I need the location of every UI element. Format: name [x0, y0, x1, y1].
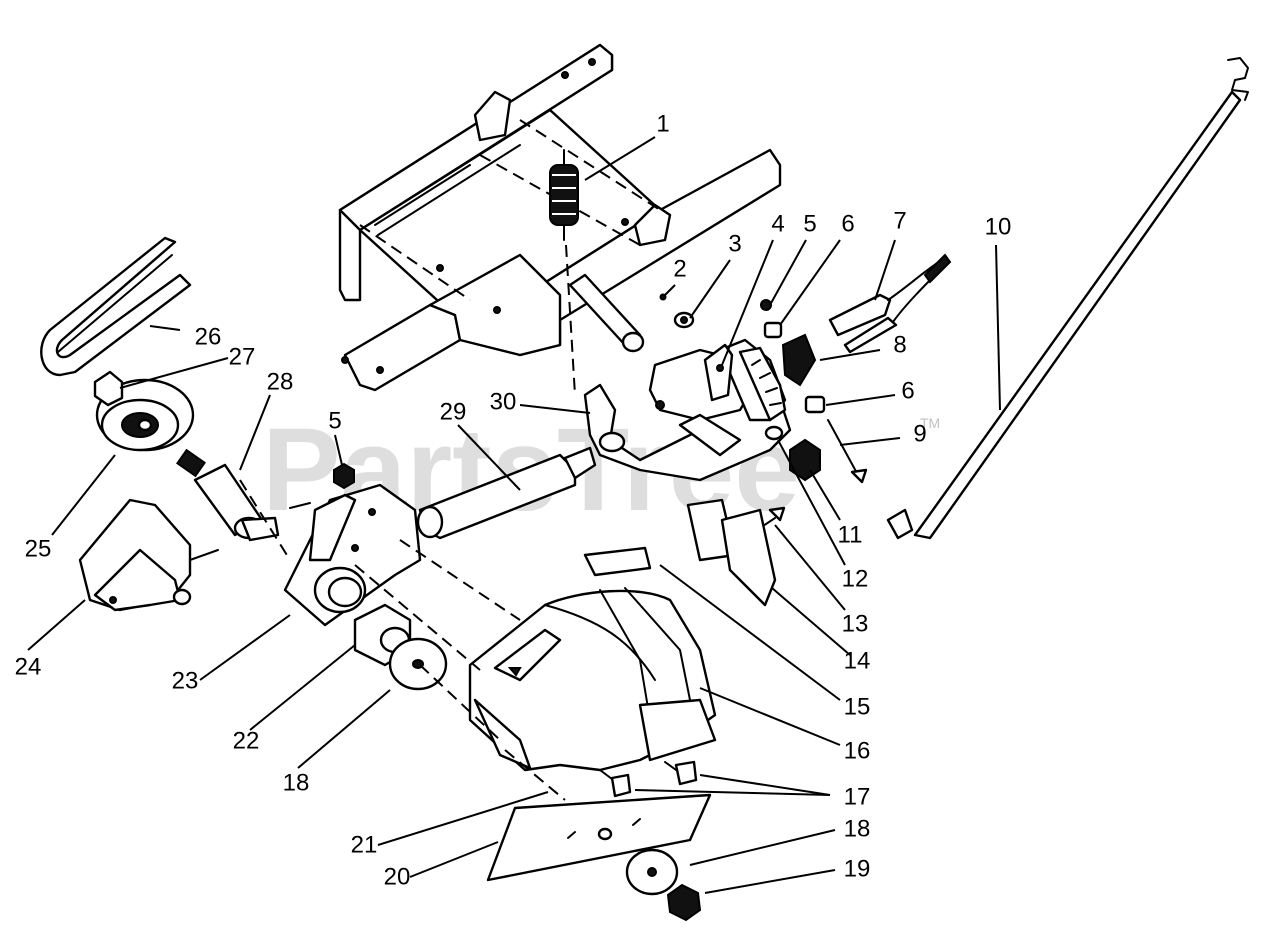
nut-27: [93, 370, 124, 407]
bushing-6-top: [763, 321, 783, 339]
callout-29: 29: [440, 398, 467, 425]
chute-shaft: [416, 446, 597, 540]
callout-13: 13: [842, 610, 869, 637]
chute-control-bracket: [583, 338, 792, 482]
callout-26: 26: [195, 323, 222, 350]
washer-12: [764, 425, 784, 441]
callout-5-left: 5: [328, 407, 341, 434]
callout-21: 21: [351, 831, 378, 858]
nut-5: [333, 462, 355, 490]
discharge-chute: [468, 587, 717, 772]
bushing-6: [804, 395, 826, 414]
callout-8: 8: [893, 331, 906, 358]
control-rod: [886, 57, 1249, 540]
callout-5-top: 5: [803, 210, 816, 237]
callout-23: 23: [172, 667, 199, 694]
nut-5-top: [760, 299, 772, 311]
callout-6-mid: 6: [901, 377, 914, 404]
callout-18-left: 18: [283, 769, 310, 796]
frame-bracket: [338, 43, 782, 392]
callout-7: 7: [893, 207, 906, 234]
callout-1: 1: [656, 110, 669, 137]
callout-24: 24: [15, 653, 42, 680]
callout-22: 22: [233, 727, 260, 754]
watermark-trademark: TM: [920, 415, 940, 431]
callout-2: 2: [673, 255, 686, 282]
control-cable: [828, 253, 952, 354]
leader-lines: [27, 136, 1001, 894]
callout-9: 9: [913, 420, 926, 447]
callout-14: 14: [844, 647, 871, 674]
hardware-small: [659, 293, 868, 531]
lower-hardware: [486, 760, 712, 922]
plates: [583, 498, 777, 607]
nut-19: [666, 883, 702, 922]
callout-12: 12: [842, 565, 869, 592]
callout-18-right: 18: [844, 815, 871, 842]
gear-hub: [353, 603, 448, 691]
nut-11: [789, 438, 821, 482]
callout-30: 30: [490, 388, 517, 415]
auger-housing: [283, 483, 422, 627]
callout-3: 3: [728, 230, 741, 257]
callout-25: 25: [25, 535, 52, 562]
callout-19: 19: [844, 855, 871, 882]
callout-labels: 1 2 3 4 5 6 7 10 8 6 9 11 12 13 14 15 16…: [15, 110, 1012, 890]
spring: [549, 149, 579, 241]
bolt-9: [827, 419, 859, 476]
callout-20: 20: [384, 863, 411, 890]
callout-16: 16: [844, 737, 871, 764]
pivot-shaft: [568, 273, 645, 353]
callout-28: 28: [267, 368, 294, 395]
assembly-lines: [239, 244, 576, 801]
drive-shaft: [176, 448, 280, 542]
blade-20: [486, 793, 712, 882]
callout-15: 15: [844, 693, 871, 720]
callout-11: 11: [838, 521, 863, 548]
callout-10: 10: [985, 213, 1012, 240]
callout-17: 17: [844, 783, 871, 810]
callout-27: 27: [229, 343, 256, 370]
pulley: [93, 370, 195, 452]
callout-4: 4: [771, 210, 784, 237]
belt: [40, 236, 192, 377]
callout-6-top: 6: [841, 210, 854, 237]
gear-housing-bracket: [78, 498, 219, 612]
